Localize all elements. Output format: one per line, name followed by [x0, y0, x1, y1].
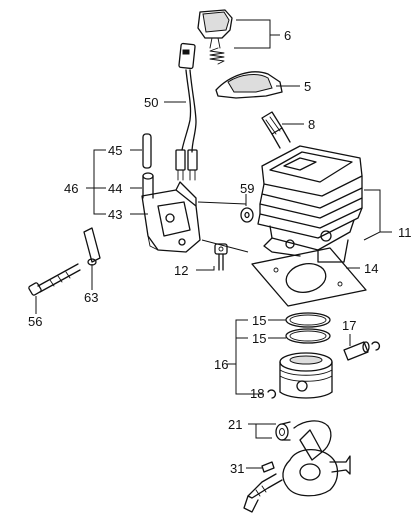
- mounting-screw: [214, 243, 228, 271]
- piston-ring-lower: [285, 328, 331, 344]
- callout-50: 50: [144, 95, 158, 110]
- callout-21: 21: [228, 417, 242, 432]
- cap-spring: [209, 47, 225, 65]
- callout-6: 6: [284, 28, 291, 43]
- callout-12: 12: [174, 263, 188, 278]
- callout-8: 8: [308, 117, 315, 132]
- callout-15-lower: 15: [252, 331, 266, 346]
- callout-5: 5: [304, 79, 311, 94]
- ignition-cover: [215, 71, 283, 99]
- callout-59: 59: [240, 181, 254, 196]
- callout-18-visible: 18: [250, 386, 264, 401]
- callout-43: 43: [108, 207, 122, 222]
- crankshaft: [243, 420, 351, 513]
- washer: [240, 207, 254, 223]
- spark-plug-cap: [197, 9, 233, 49]
- callout-44: 44: [108, 181, 122, 196]
- callout-31: 31: [230, 461, 244, 476]
- cylinder-gasket: [251, 247, 367, 307]
- locating-pin: [83, 227, 101, 266]
- callout-14: 14: [364, 261, 378, 276]
- callout-63: 63: [84, 290, 98, 305]
- woodruff-key: [261, 461, 275, 473]
- needle-bearing: [275, 421, 291, 441]
- callout-45: 45: [108, 143, 122, 158]
- wire-harness: [175, 42, 198, 181]
- piston-pin: [343, 341, 370, 361]
- piston-ring-upper: [285, 312, 331, 328]
- mounting-bolt: [28, 263, 81, 296]
- piston-pin-clip: [371, 341, 381, 351]
- guide-pin: [142, 133, 152, 169]
- callout-56: 56: [28, 314, 42, 329]
- piston-clip: [267, 389, 277, 399]
- callout-15-upper: 15: [252, 313, 266, 328]
- callout-46: 46: [64, 181, 78, 196]
- callout-16: 16: [214, 357, 228, 372]
- ignition-module: [141, 181, 201, 253]
- callout-17: 17: [342, 318, 356, 333]
- piston: [279, 352, 333, 399]
- callout-11: 11: [398, 225, 412, 240]
- spark-plug: [261, 111, 291, 149]
- cylinder: [257, 145, 363, 263]
